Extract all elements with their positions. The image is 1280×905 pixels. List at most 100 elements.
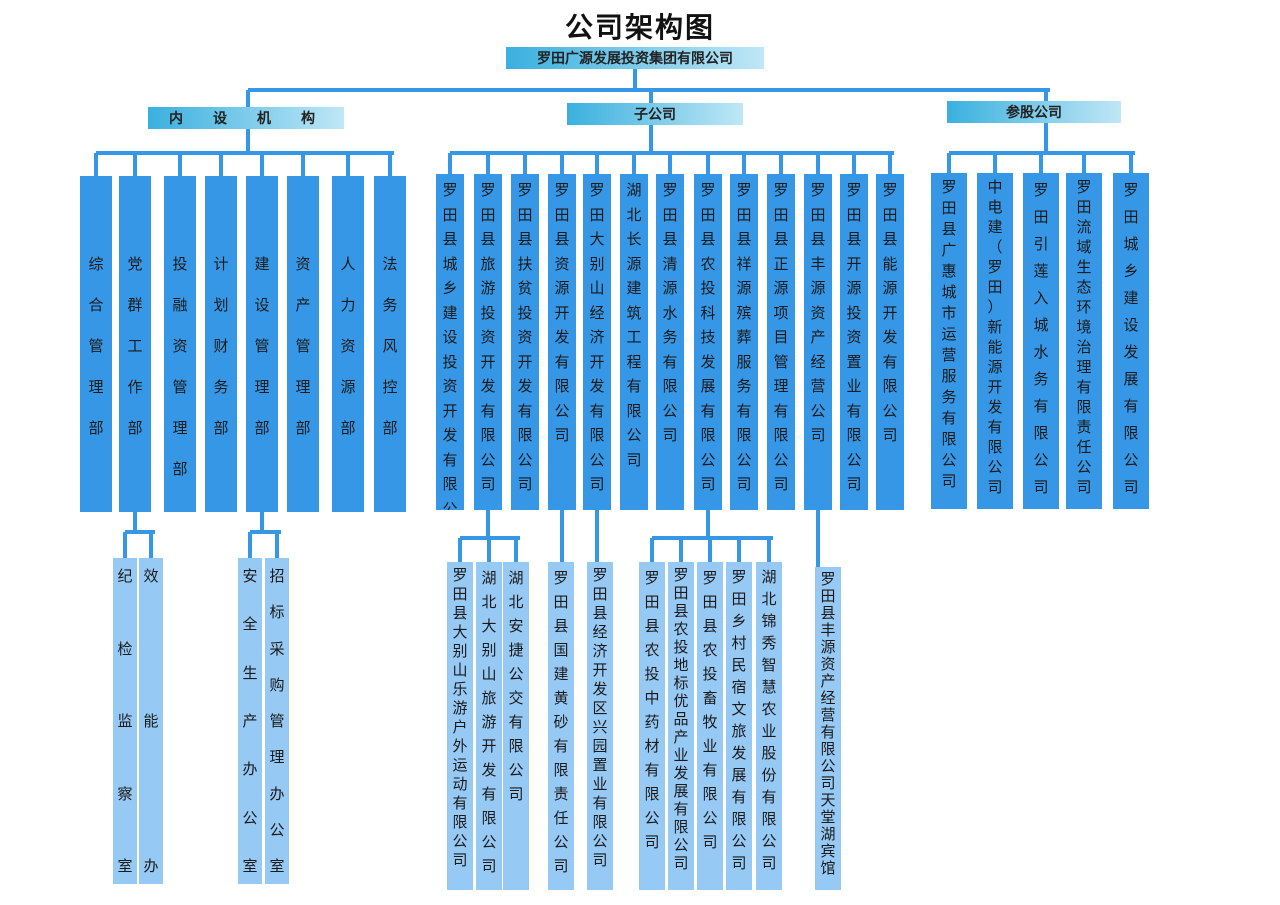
- subsidiary-unit-box: 湖北大别山旅游开发有限公司: [476, 562, 502, 890]
- subsidiary-unit-box: 罗田县农投畜牧业有限公司: [697, 562, 723, 890]
- subsidiary-box: 罗田大别山经济开发有限公司: [583, 174, 611, 510]
- connector-line: [633, 69, 637, 90]
- connector-line: [260, 153, 264, 176]
- connector-line: [649, 125, 653, 153]
- connector-line: [275, 532, 279, 558]
- connector-line: [260, 512, 264, 532]
- affiliate-box: 罗田引莲入城水务有限公司: [1023, 173, 1059, 509]
- department-box: 法务风控部: [374, 176, 406, 512]
- subsidiary-box: 罗田县旅游投资开发有限公司: [474, 174, 502, 510]
- connector-line: [458, 538, 462, 562]
- connector-line: [487, 538, 491, 562]
- connector-line: [246, 90, 250, 107]
- connector-line: [1044, 90, 1048, 101]
- connector-line: [706, 510, 710, 538]
- connector-line: [632, 153, 636, 174]
- subsidiary-unit-box: 罗田县经济开发区兴园置业有限公司: [587, 562, 613, 890]
- affiliate-box: 罗田流域生态环境治理有限责任公司: [1066, 173, 1102, 509]
- subsidiary-box: 罗田县清源水务有限公司: [656, 174, 684, 510]
- connector-line: [650, 538, 654, 562]
- connector-line: [133, 512, 137, 532]
- subsidiary-box: 罗田县扶贫投资开发有限公司: [511, 174, 539, 510]
- connector-line: [652, 536, 773, 540]
- department-box: 综合管理部: [80, 176, 112, 512]
- connector-line: [133, 153, 137, 176]
- connector-line: [595, 153, 599, 174]
- subsidiary-box: 罗田县正源项目管理有限公司: [767, 174, 795, 510]
- connector-line: [767, 538, 771, 562]
- connector-line: [993, 153, 997, 173]
- connector-line: [523, 153, 527, 174]
- department-unit-box: 安全生产办公室: [238, 558, 262, 884]
- connector-line: [149, 532, 153, 558]
- subsidiary-box: 罗田县丰源资产经营公司: [804, 174, 832, 510]
- subsidiary-box: 罗田县城乡建设投资开发有限公司: [436, 174, 464, 510]
- department-box: 人力资源部: [332, 176, 364, 512]
- connector-line: [560, 510, 564, 562]
- connector-line: [219, 153, 223, 176]
- subsidiary-box: 罗田县祥源殡葬服务有限公司: [730, 174, 758, 510]
- subsidiaries-banner: 子公司: [567, 103, 743, 125]
- connector-line: [742, 153, 746, 174]
- connector-line: [708, 538, 712, 562]
- connector-line: [816, 153, 820, 174]
- department-box: 投融资管理部: [164, 176, 196, 512]
- connector-line: [560, 153, 564, 174]
- subsidiary-box: 罗田县开源投资置业有限公司: [840, 174, 868, 510]
- connector-line: [706, 153, 710, 174]
- connector-line: [178, 153, 182, 176]
- subsidiary-box: 湖北长源建筑工程有限公司: [620, 174, 648, 510]
- connector-line: [94, 153, 98, 176]
- connector-line: [250, 530, 281, 534]
- connector-line: [649, 90, 653, 103]
- connector-line: [125, 530, 155, 534]
- subsidiary-unit-box: 罗田县大别山乐游户外运动有限公司: [447, 562, 473, 890]
- connector-line: [1129, 153, 1133, 173]
- connector-line: [668, 153, 672, 174]
- connector-line: [779, 153, 783, 174]
- subsidiary-unit-box: 湖北安捷公交有限公司: [503, 562, 529, 890]
- subsidiary-unit-box: 罗田县农投中药材有限公司: [639, 562, 665, 890]
- subsidiary-box: 罗田县资源开发有限公司: [548, 174, 576, 510]
- root-company-box: 罗田广源发展投资集团有限公司: [506, 47, 764, 69]
- affiliate-box: 罗田城乡建设发展有限公司: [1113, 173, 1149, 509]
- subsidiary-unit-box: 罗田县丰源资产经营有限公司天堂湖宾馆: [815, 567, 841, 890]
- connector-line: [816, 510, 820, 567]
- connector-line: [947, 153, 951, 173]
- subsidiary-box: 罗田县农投科技发展有限公司: [694, 174, 722, 510]
- connector-line: [1082, 153, 1086, 173]
- connector-line: [1044, 123, 1048, 153]
- department-box: 资产管理部: [287, 176, 319, 512]
- department-box: 建设管理部: [246, 176, 278, 512]
- connector-line: [96, 151, 394, 155]
- connector-line: [450, 151, 894, 155]
- connector-line: [123, 532, 127, 558]
- page-title: 公司架构图: [564, 11, 715, 44]
- connector-line: [888, 153, 892, 174]
- internal-departments-banner: 内 设 机 构: [148, 107, 344, 129]
- connector-line: [248, 532, 252, 558]
- subsidiary-unit-box: 罗田乡村民宿文旅发展有限公司: [726, 562, 752, 890]
- connector-line: [448, 153, 452, 174]
- connector-line: [737, 538, 741, 562]
- affiliates-banner: 参股公司: [947, 101, 1121, 123]
- affiliate-box: 中电建（罗田）新能源开发有限公司: [977, 173, 1013, 509]
- connector-line: [852, 153, 856, 174]
- connector-line: [486, 510, 490, 538]
- department-box: 计划财务部: [205, 176, 237, 512]
- affiliate-box: 罗田县广惠城市运营服务有限公司: [931, 173, 967, 509]
- connector-line: [1039, 153, 1043, 173]
- subsidiary-unit-box: 罗田县国建黄砂有限责任公司: [548, 562, 574, 890]
- connector-line: [679, 538, 683, 562]
- subsidiary-unit-box: 湖北锦秀智慧农业股份有限公司: [756, 562, 782, 890]
- connector-line: [246, 129, 250, 153]
- department-unit-box: 效能办: [139, 558, 163, 884]
- connector-line: [486, 153, 490, 174]
- department-box: 党群工作部: [119, 176, 151, 512]
- subsidiary-box: 罗田县能源开发有限公司: [876, 174, 904, 510]
- connector-line: [346, 153, 350, 176]
- connector-line: [388, 153, 392, 176]
- connector-line: [514, 538, 518, 562]
- department-unit-box: 纪检监察室: [113, 558, 137, 884]
